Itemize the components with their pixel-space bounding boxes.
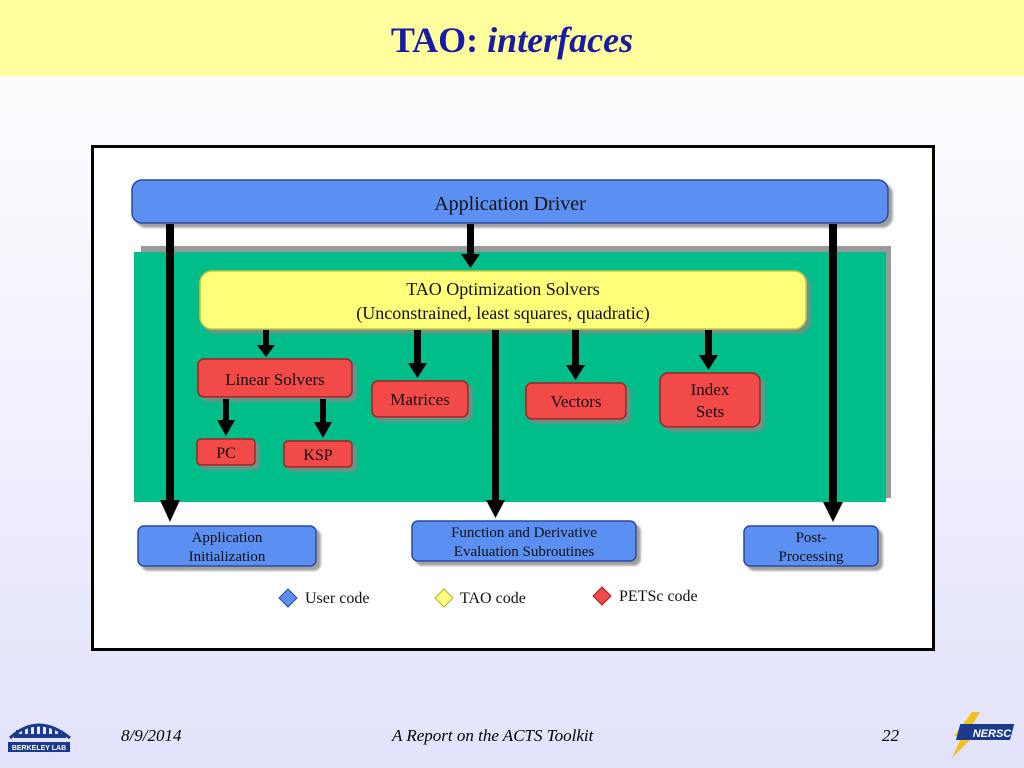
arrow-to-linear-solvers: [263, 330, 269, 348]
footer-title: A Report on the ACTS Toolkit: [392, 726, 594, 745]
index-sets-label-line1: Index: [691, 380, 730, 399]
arrow-to-pc: [223, 399, 229, 423]
post-proc-box: [743, 525, 879, 567]
legend-user-label: User code: [305, 590, 369, 607]
application-driver-box: [131, 179, 889, 224]
legend: User code TAO code PETSc code: [278, 586, 698, 608]
app-init-label-line1: Application: [192, 530, 263, 546]
linear-solvers-box: [197, 358, 353, 398]
legend-user-icon: [278, 588, 298, 608]
legend-petsc-icon: [592, 586, 612, 606]
tao-solvers-box: [199, 270, 807, 330]
arrow-to-matrices: [414, 330, 421, 366]
matrices-box: [371, 380, 469, 418]
page-number: 22: [882, 726, 899, 745]
index-sets-box: [659, 372, 761, 428]
vectors-box: [525, 382, 627, 420]
tao-solvers-label-line1: TAO Optimization Solvers: [406, 279, 600, 299]
arrow-to-post-proc: [829, 224, 837, 504]
func-deriv-label-line2: Evaluation Subroutines: [454, 544, 595, 560]
arrows: [160, 224, 843, 522]
slide-title-main: TAO:: [390, 20, 479, 60]
diagram-frame: Application Driver TAO Optimization Solv…: [91, 145, 935, 651]
app-init-box: [137, 525, 317, 567]
ksp-box: [283, 440, 353, 468]
title-bar: [0, 0, 1024, 76]
func-deriv-label-line1: Function and Derivative: [451, 525, 597, 541]
app-init-label-line2: Initialization: [189, 549, 266, 565]
arrow-to-tao: [467, 224, 474, 258]
nersc-logo-text: NERSC: [973, 728, 1013, 740]
post-proc-label-line1: Post-: [796, 530, 827, 546]
pc-box: [196, 438, 256, 466]
func-deriv-box: [411, 520, 637, 562]
tao-solvers-label-line2: (Unconstrained, least squares, quadratic…: [356, 303, 649, 324]
post-proc-label-line2: Processing: [779, 549, 844, 565]
slide-title-italic: interfaces: [487, 20, 634, 60]
matrices-label: Matrices: [390, 390, 449, 409]
linear-solvers-label: Linear Solvers: [225, 370, 325, 389]
index-sets-label-line2: Sets: [696, 402, 724, 421]
vectors-label: Vectors: [551, 392, 602, 411]
berkeley-logo-text: BERKELEY LAB: [12, 745, 66, 752]
legend-tao-label: TAO code: [460, 590, 526, 607]
ksp-label: KSP: [303, 447, 332, 464]
application-driver-label: Application Driver: [434, 193, 586, 215]
pc-label: PC: [216, 445, 236, 462]
nersc-logo: NERSC: [952, 712, 1015, 758]
berkeley-lab-logo: BERKELEY LAB: [8, 723, 71, 752]
legend-petsc-label: PETSc code: [619, 588, 698, 605]
arrow-to-ksp: [320, 399, 326, 425]
footer-date: 8/9/2014: [121, 726, 182, 745]
legend-tao-icon: [434, 588, 454, 608]
architecture-diagram: Application Driver TAO Optimization Solv…: [131, 179, 891, 608]
arrow-to-index-sets: [705, 330, 712, 358]
arrow-to-app-init: [166, 224, 174, 502]
slide-title: TAO: interfaces: [0, 18, 1024, 62]
arrow-to-vectors: [572, 330, 579, 368]
arrow-to-func-deriv: [492, 330, 499, 502]
